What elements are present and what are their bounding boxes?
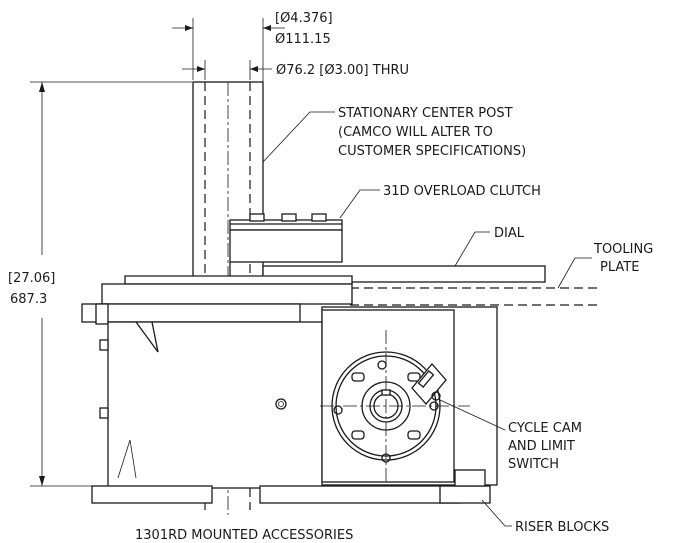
post-diameter-mm-label: Ø111.15	[275, 32, 331, 47]
overload-clutch	[229, 213, 343, 280]
dial-label: DIAL	[494, 226, 525, 241]
height-in-label: [27.06]	[8, 271, 55, 286]
center-post-leader	[262, 111, 335, 163]
clutch-label: 31D OVERLOAD CLUTCH	[383, 184, 541, 199]
cam-leader	[439, 399, 506, 431]
bore-label: Ø76.2 [Ø3.00] THRU	[276, 63, 409, 78]
tooling-label-2: PLATE	[600, 260, 639, 275]
base-feet	[91, 469, 491, 504]
post-diameter-in-label: [Ø4.376]	[275, 11, 333, 26]
tooling-leader	[557, 257, 592, 289]
bore-dimension	[182, 60, 272, 80]
drawing-caption: 1301RD MOUNTED ACCESSORIES	[135, 528, 353, 543]
height-mm-label: 687.3	[10, 292, 47, 307]
riser-leader	[481, 499, 512, 527]
cam-label-2: AND LIMIT	[508, 439, 575, 454]
riser-label: RISER BLOCKS	[515, 520, 609, 535]
center-post-label-3: CUSTOMER SPECIFICATIONS)	[338, 144, 526, 159]
cam-label-3: SWITCH	[508, 457, 559, 472]
top-plate	[81, 275, 353, 325]
limit-switch	[411, 362, 447, 411]
cam-housing	[321, 306, 498, 486]
height-dimension	[30, 81, 192, 487]
dial-leader	[454, 231, 490, 267]
center-post-label-2: (CAMCO WILL ALTER TO	[338, 125, 493, 140]
housing	[99, 321, 325, 489]
cycle-cam	[320, 330, 470, 482]
center-post-label-1: STATIONARY CENTER POST	[338, 106, 513, 121]
tooling-plate	[350, 287, 598, 306]
clutch-leader	[339, 189, 380, 219]
cam-label-1: CYCLE CAM	[508, 421, 582, 436]
tooling-label-1: TOOLING	[593, 242, 653, 257]
